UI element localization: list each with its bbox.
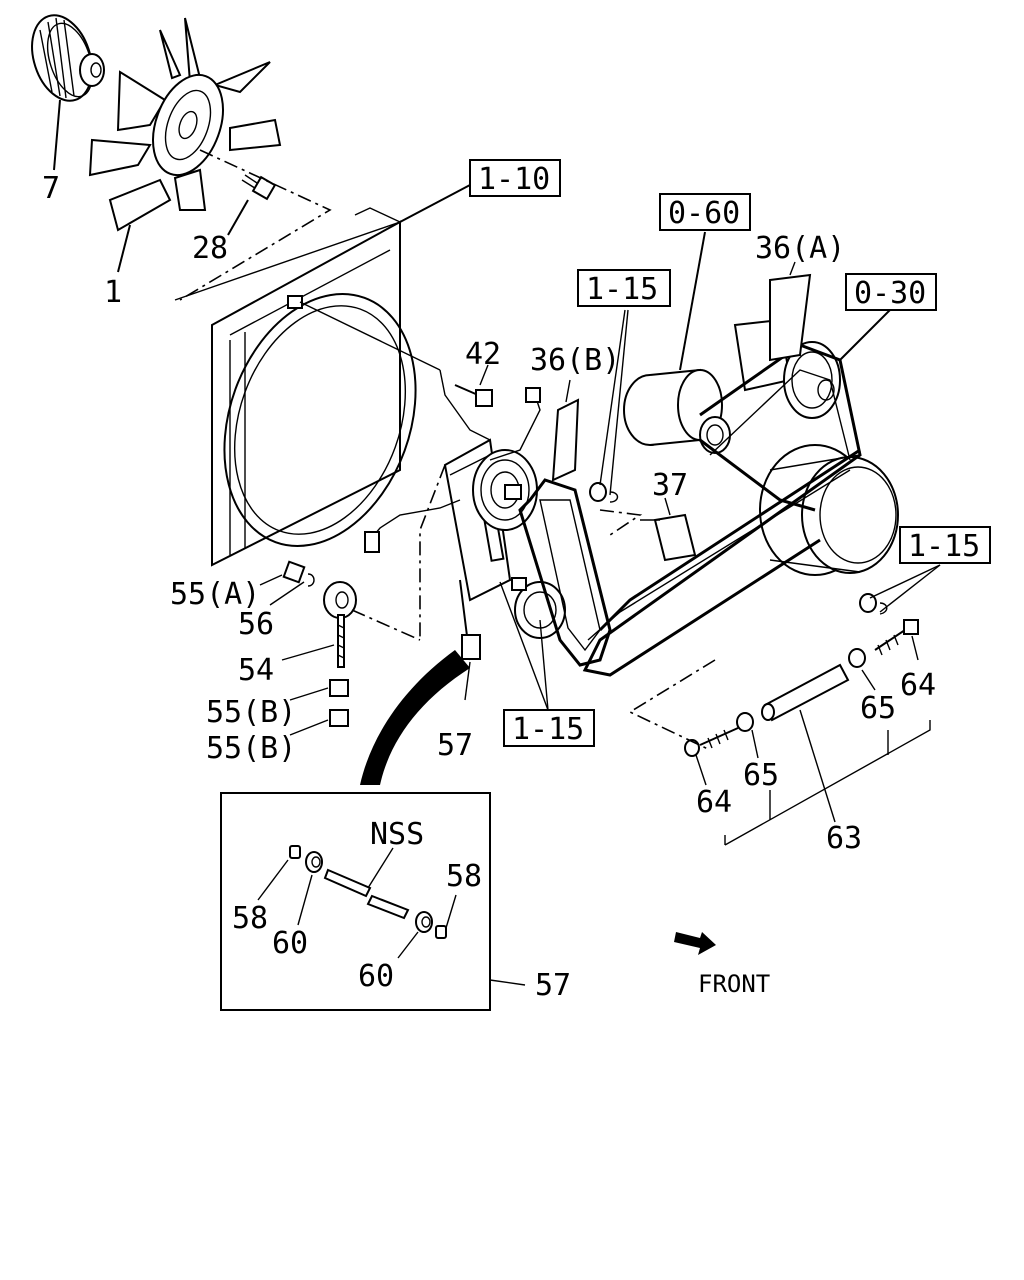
- callout-55b-1: 55(B): [206, 695, 296, 730]
- bolt-28-part: [227, 174, 277, 236]
- nut-upper-part: [589, 309, 629, 503]
- callout-65-left: 65: [743, 758, 779, 793]
- adjust-bolt-54-part: [259, 560, 357, 736]
- detail-arrow-icon: [360, 650, 470, 785]
- ref-box-0-30[interactable]: 0-30: [845, 273, 937, 311]
- inset-nss-label: NSS: [370, 817, 424, 852]
- callout-56: 56: [238, 607, 274, 642]
- callout-57: 57: [437, 728, 473, 763]
- inset-callout-58-left: 58: [232, 901, 268, 936]
- ref-box-1-10[interactable]: 1-10: [469, 159, 561, 197]
- fan-part: [88, 17, 282, 273]
- inset-callout-60-right: 60: [358, 959, 394, 994]
- ref-box-0-60[interactable]: 0-60: [659, 193, 751, 231]
- front-indicator: FRONT: [674, 932, 770, 998]
- ref-box-1-15-lower[interactable]: 1-15: [503, 709, 595, 747]
- callout-36b: 36(B): [530, 343, 620, 378]
- callout-28: 28: [192, 231, 228, 266]
- tensioner-assembly-part: [364, 369, 566, 661]
- callout-57-inset: 57: [535, 968, 571, 1003]
- front-label: FRONT: [698, 970, 770, 998]
- svg-text:0-30: 0-30: [854, 276, 926, 311]
- callout-36a: 36(A): [755, 231, 845, 266]
- callout-65-right: 65: [860, 691, 896, 726]
- callout-7: 7: [42, 171, 60, 206]
- bolt-42-part: [454, 364, 493, 407]
- callout-64-right: 64: [900, 668, 936, 703]
- inset-callout-58-right: 58: [446, 859, 482, 894]
- callout-55b-2: 55(B): [206, 731, 296, 766]
- adjust-rod-63-part: [684, 564, 941, 846]
- drive-belt-part: [518, 343, 862, 677]
- callout-1: 1: [104, 275, 122, 310]
- callout-37: 37: [652, 468, 688, 503]
- inset-callout-60-left: 60: [272, 926, 308, 961]
- front-arrow-icon: [674, 932, 716, 955]
- inset-detail-57: NSS 58 60 58 60: [220, 792, 526, 1011]
- svg-text:1-15: 1-15: [512, 712, 584, 747]
- ref-box-1-15-upper[interactable]: 1-15: [577, 269, 671, 307]
- fan-clutch-part: [31, 14, 105, 171]
- callout-63: 63: [826, 821, 862, 856]
- callout-55a: 55(A): [170, 577, 260, 612]
- callout-54: 54: [238, 653, 274, 688]
- alternator-part: [623, 231, 731, 454]
- svg-text:1-15: 1-15: [908, 529, 980, 564]
- water-pump-part: [733, 309, 891, 419]
- svg-text:0-60: 0-60: [668, 196, 740, 231]
- callout-42: 42: [465, 337, 501, 372]
- ref-box-1-15-right[interactable]: 1-15: [899, 526, 991, 564]
- callout-64-left: 64: [696, 785, 732, 820]
- svg-text:1-10: 1-10: [478, 162, 550, 197]
- svg-text:1-15: 1-15: [586, 272, 658, 307]
- shroud-part: [174, 184, 471, 567]
